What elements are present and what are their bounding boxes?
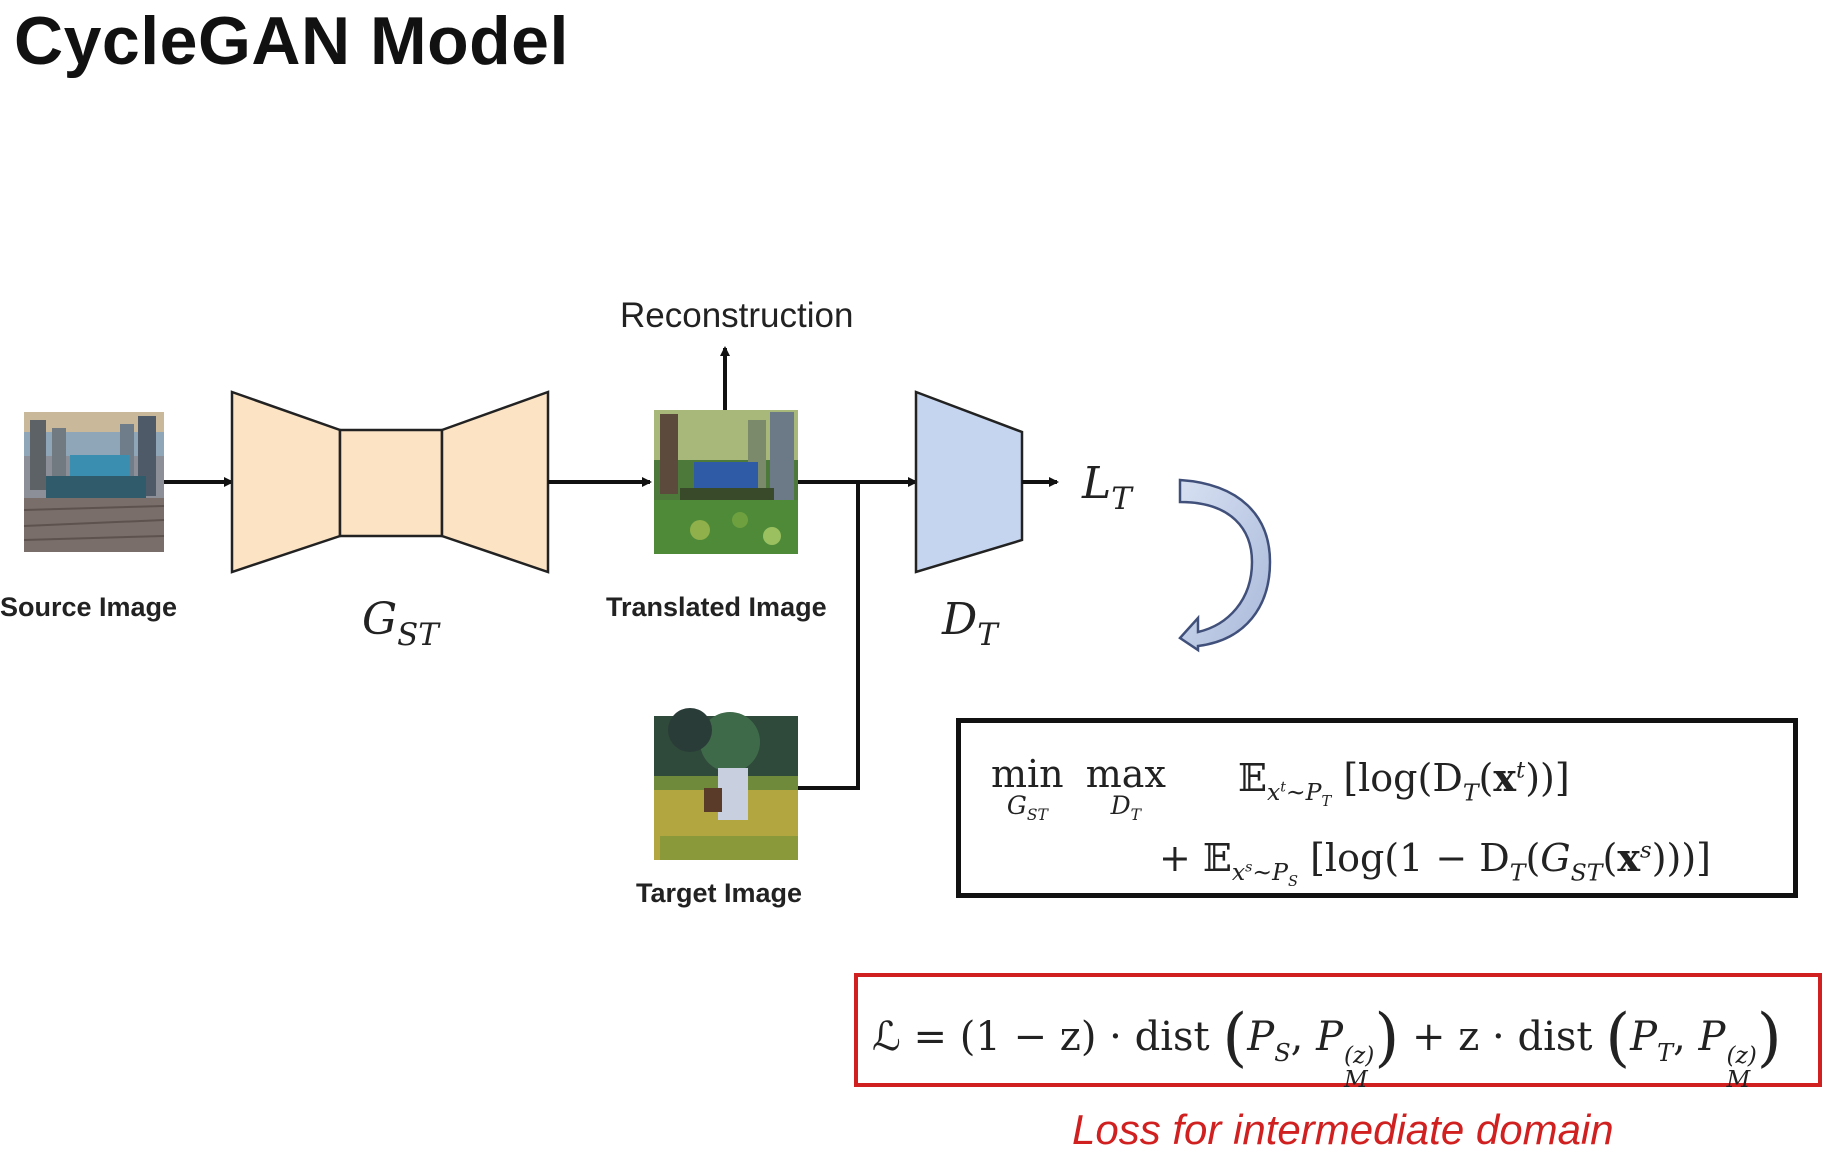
- generator-encoder: [230, 390, 342, 574]
- discriminator-label: DT: [942, 594, 998, 653]
- curved-arrow-icon: [1178, 478, 1272, 653]
- reconstruction-label: Reconstruction: [620, 296, 854, 335]
- generator-block: [230, 390, 550, 574]
- connector-target-to-junction: [798, 482, 860, 790]
- translated-image-label: Translated Image: [606, 592, 827, 622]
- discriminator-block: [914, 390, 1024, 574]
- loss-label: LT: [1082, 458, 1132, 517]
- objective-line-1: min GST max DT 𝔼xt∼PT [log(DT(xt))]: [991, 755, 1570, 828]
- generator-label: GST: [362, 594, 439, 653]
- intermediate-loss-caption: Loss for intermediate domain: [1072, 1106, 1614, 1153]
- translated-image: [654, 410, 798, 554]
- min-operator: min GST: [991, 752, 1064, 825]
- target-image-label: Target Image: [636, 878, 803, 908]
- objective-line-2: + 𝔼xs∼PS [log(1 − DT(GST(xs)))]: [1159, 835, 1711, 891]
- intermediate-loss-formula: ℒ = (1 − z) · dist (PS, P(z)M) + z · dis…: [872, 1001, 1782, 1094]
- generator-bottleneck: [338, 428, 444, 538]
- source-image-label: Source Image: [0, 592, 178, 622]
- intermediate-loss-box: ℒ = (1 − z) · dist (PS, P(z)M) + z · dis…: [854, 973, 1822, 1092]
- generator-decoder: [440, 390, 550, 574]
- target-image: [654, 708, 798, 860]
- source-image: [23, 412, 165, 552]
- adversarial-objective-box: min GST max DT 𝔼xt∼PT [log(DT(xt))] + 𝔼x…: [956, 718, 1798, 898]
- max-operator: max DT: [1085, 752, 1166, 825]
- slide-title: CycleGAN Model: [14, 3, 569, 79]
